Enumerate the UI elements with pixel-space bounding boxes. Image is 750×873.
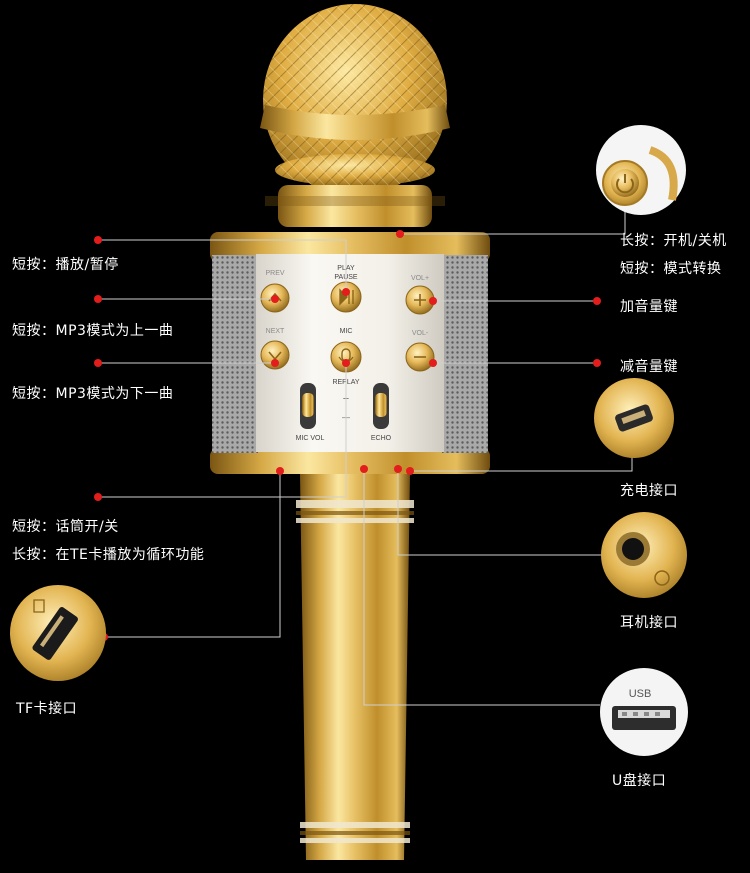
right-speaker-grill xyxy=(442,255,488,453)
label-vol-down: VOL- xyxy=(412,330,429,337)
vol-up-text: 加音量键 xyxy=(620,299,678,315)
earphone-port-closeup xyxy=(601,512,687,598)
label-mic: MIC xyxy=(340,328,353,335)
charging-port-closeup xyxy=(594,378,674,458)
microphone-handle xyxy=(296,474,414,860)
charge-port-text: 充电接口 xyxy=(620,483,678,499)
vol-down-button[interactable] xyxy=(405,342,435,372)
plus-icon xyxy=(414,294,426,306)
microphone-head xyxy=(260,4,450,227)
vol-up-button[interactable] xyxy=(405,285,435,315)
next-short-press-text: 短按：MP3模式为下一曲 xyxy=(12,386,174,402)
mic-short-press-text: 短按：话筒开/关 xyxy=(12,519,119,535)
label-vol-up: VOL+ xyxy=(411,275,429,282)
power-icon xyxy=(616,174,634,194)
left-speaker-grill xyxy=(212,255,258,453)
power-short-press-text: 短按：模式转换 xyxy=(620,261,722,277)
headphone-icon xyxy=(654,570,670,586)
play-pause-button[interactable] xyxy=(330,281,362,313)
label-echo: ECHO xyxy=(371,435,392,442)
tf-port-text: TF卡接口 xyxy=(16,701,78,717)
label-next: NEXT xyxy=(266,328,285,335)
label-prev: PREV xyxy=(265,270,284,277)
mic-volume-slider[interactable] xyxy=(300,383,316,429)
earphone-port-text: 耳机接口 xyxy=(620,615,678,631)
power-long-press-text: 长按：开机/关机 xyxy=(620,233,727,249)
power-button-closeup xyxy=(596,125,686,215)
usb-port-text: U盘接口 xyxy=(612,773,667,789)
leader-lines xyxy=(98,190,633,706)
sd-card-icon xyxy=(33,599,45,613)
prev-short-press-text: 短按：MP3模式为上一曲 xyxy=(12,323,174,339)
mic-long-press-text: 长按：在TE卡播放为循环功能 xyxy=(12,547,205,563)
tf-card-port-closeup xyxy=(10,585,106,681)
echo-slider[interactable] xyxy=(373,383,389,429)
play-short-press-text: 短按：播放/暂停 xyxy=(12,257,119,273)
label-mic-vol: MIC VOL xyxy=(296,435,325,442)
usb-port-closeup: USB xyxy=(600,668,688,756)
vol-down-text: 减音量键 xyxy=(620,359,678,375)
usb-label: USB xyxy=(629,688,652,700)
